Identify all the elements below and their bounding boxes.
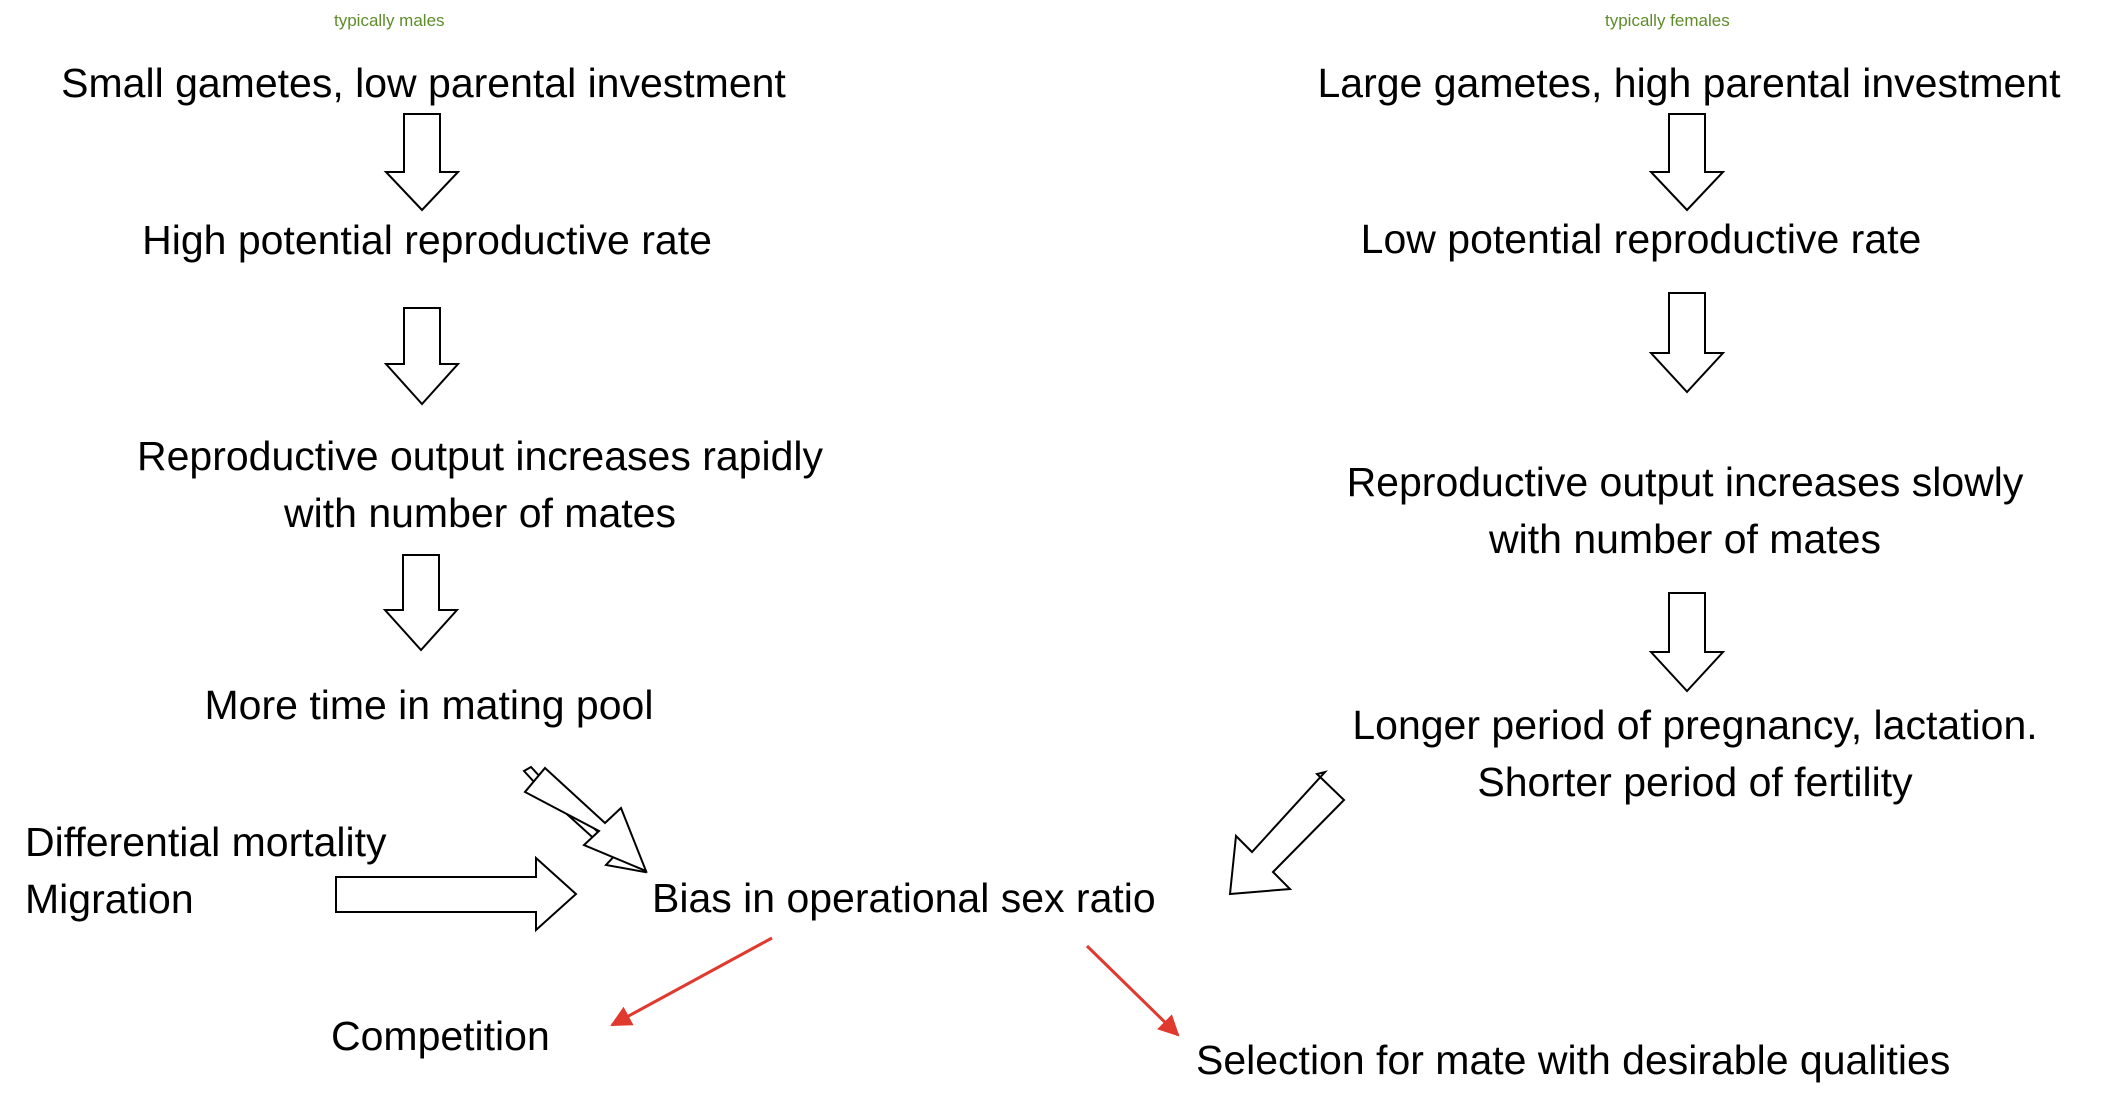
left-rate-node: High potential reproductive rate (142, 217, 712, 263)
right-output-node: Reproductive output increases slowly wit… (1260, 454, 2110, 568)
left-gametes-node: Small gametes, low parental investment (61, 60, 786, 106)
caption-typically-males: typically males (334, 11, 445, 30)
red-arrow-to-selection (1085, 944, 1180, 1037)
right-diagonal-block-arrow (1228, 770, 1346, 896)
left-down-arrow-3 (382, 554, 460, 652)
outcome-competition: Competition (331, 1013, 550, 1059)
left-output-line2: with number of mates (284, 490, 676, 536)
factors-right-block-arrow (335, 855, 578, 933)
right-output-line1: Reproductive output increases slowly (1346, 459, 2024, 505)
right-output-line2: with number of mates (1489, 516, 1881, 562)
left-down-arrow-2 (383, 307, 461, 406)
outcome-selection: Selection for mate with desirable qualit… (1196, 1037, 1951, 1083)
right-pregnancy-line2: Shorter period of fertility (1477, 759, 1913, 805)
right-pregnancy-line1: Longer period of pregnancy, lactation. (1352, 702, 2038, 748)
left-pool-node: More time in mating pool (204, 682, 654, 728)
right-pregnancy-node: Longer period of pregnancy, lactation. S… (1270, 697, 2112, 811)
left-output-node: Reproductive output increases rapidly wi… (60, 428, 900, 542)
right-rate-node: Low potential reproductive rate (1360, 216, 1922, 262)
left-diagonal-block-arrow-body (523, 766, 648, 873)
factor-differential-mortality: Differential mortality (25, 819, 387, 865)
factors-node: Differential mortality Migration (25, 814, 387, 928)
right-down-arrow-3 (1648, 592, 1726, 693)
right-down-arrow-1 (1648, 113, 1726, 212)
right-down-arrow-2 (1648, 292, 1726, 394)
left-down-arrow-1 (383, 113, 461, 212)
right-gametes-node: Large gametes, high parental investment (1317, 60, 2061, 106)
factor-migration: Migration (25, 876, 194, 922)
left-output-line1: Reproductive output increases rapidly (137, 433, 823, 479)
center-sex-ratio-node: Bias in operational sex ratio (652, 875, 1156, 921)
caption-typically-females: typically females (1605, 11, 1730, 30)
red-arrow-to-competition (610, 936, 773, 1027)
